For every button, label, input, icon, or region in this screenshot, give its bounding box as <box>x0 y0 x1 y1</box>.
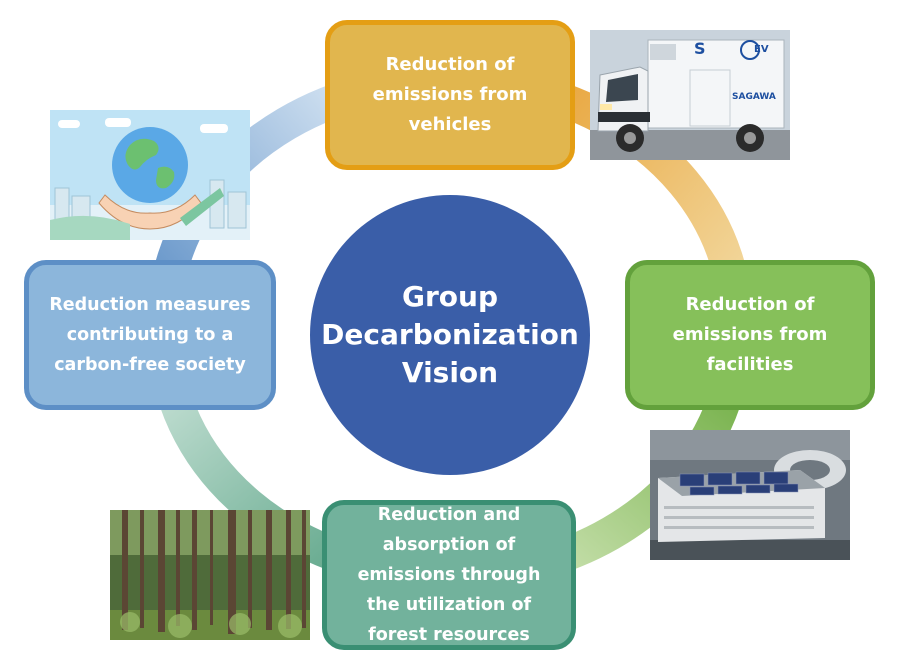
vehicles-emissions-label: Reduction of emissions from vehicles <box>342 50 558 140</box>
ev-truck-photo: S EV SAGAWA <box>590 30 790 160</box>
facilities-emissions-box: Reduction of emissions from facilities <box>625 260 875 410</box>
forest-resources-box: Reduction and absorption of emissions th… <box>322 500 576 650</box>
solar-warehouse-photo <box>650 430 850 560</box>
truck-brand-name: SAGAWA <box>732 92 776 102</box>
facilities-emissions-label: Reduction of emissions from facilities <box>642 290 858 380</box>
carbon-free-society-box: Reduction measures contributing to a car… <box>24 260 276 410</box>
center-title: Group Decarbonization Vision <box>320 278 580 392</box>
truck-s-logo: S <box>694 39 706 58</box>
group-decarbonization-vision-circle: Group Decarbonization Vision <box>310 195 590 475</box>
forest-resources-label: Reduction and absorption of emissions th… <box>339 500 559 650</box>
cedar-forest-photo <box>110 510 310 640</box>
truck-ev-logo: EV <box>754 44 769 55</box>
carbon-free-society-label: Reduction measures contributing to a car… <box>41 290 259 380</box>
vehicles-emissions-box: Reduction of emissions from vehicles <box>325 20 575 170</box>
globe-hands-illustration <box>50 110 250 240</box>
